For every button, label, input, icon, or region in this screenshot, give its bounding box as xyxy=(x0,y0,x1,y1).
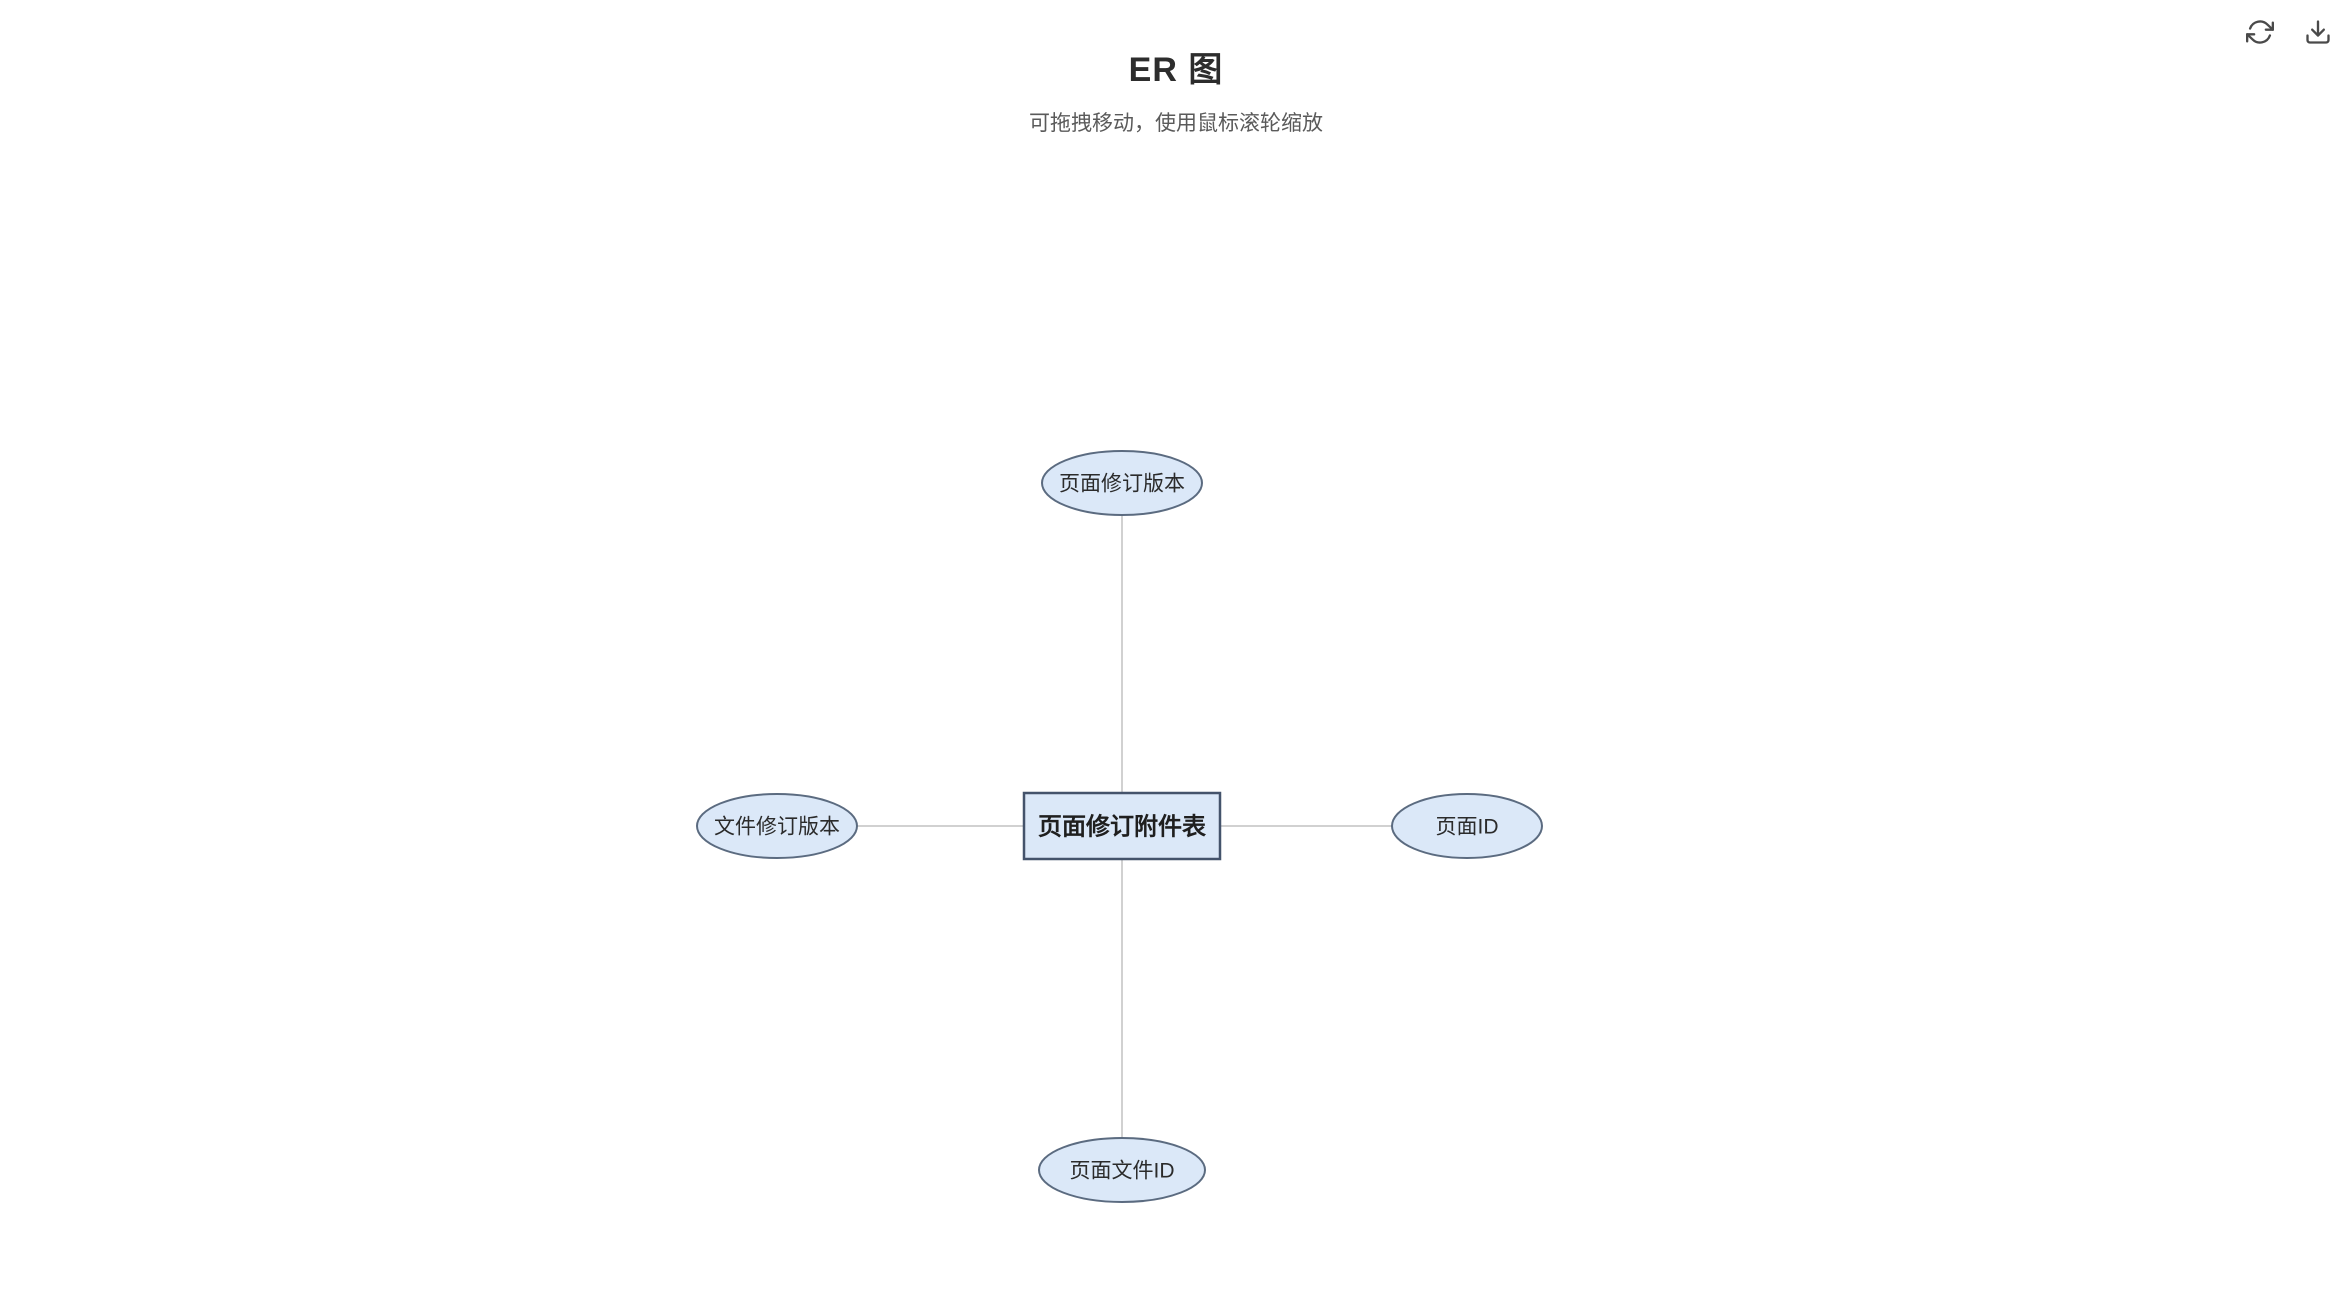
attribute-label: 文件修订版本 xyxy=(714,815,840,838)
attribute-ellipse xyxy=(1391,793,1543,859)
attribute-ellipse xyxy=(696,793,858,859)
download-button[interactable] xyxy=(2302,16,2334,48)
toolbar xyxy=(2244,16,2334,48)
entity-rect xyxy=(1022,791,1222,861)
attribute-node-page-id[interactable]: 页面ID xyxy=(1391,793,1543,859)
attribute-label: 页面文件ID xyxy=(1070,1159,1175,1182)
attribute-ellipse xyxy=(1038,1137,1206,1203)
attribute-node-file-revision-version[interactable]: 文件修订版本 xyxy=(696,793,858,859)
attribute-label: 页面ID xyxy=(1436,815,1499,838)
attribute-label: 页面修订版本 xyxy=(1059,472,1185,495)
attribute-node-page-file-id[interactable]: 页面文件ID xyxy=(1038,1137,1206,1203)
attribute-ellipse xyxy=(1041,450,1203,516)
download-icon xyxy=(2306,20,2330,44)
attribute-node-page-revision-version[interactable]: 页面修订版本 xyxy=(1041,450,1203,516)
refresh-button[interactable] xyxy=(2244,16,2276,48)
refresh-icon xyxy=(2246,20,2274,44)
entity-node-page-revision-attachment-table[interactable]: 页面修订附件表 xyxy=(1022,791,1222,861)
entity-label: 页面修订附件表 xyxy=(1038,812,1207,840)
